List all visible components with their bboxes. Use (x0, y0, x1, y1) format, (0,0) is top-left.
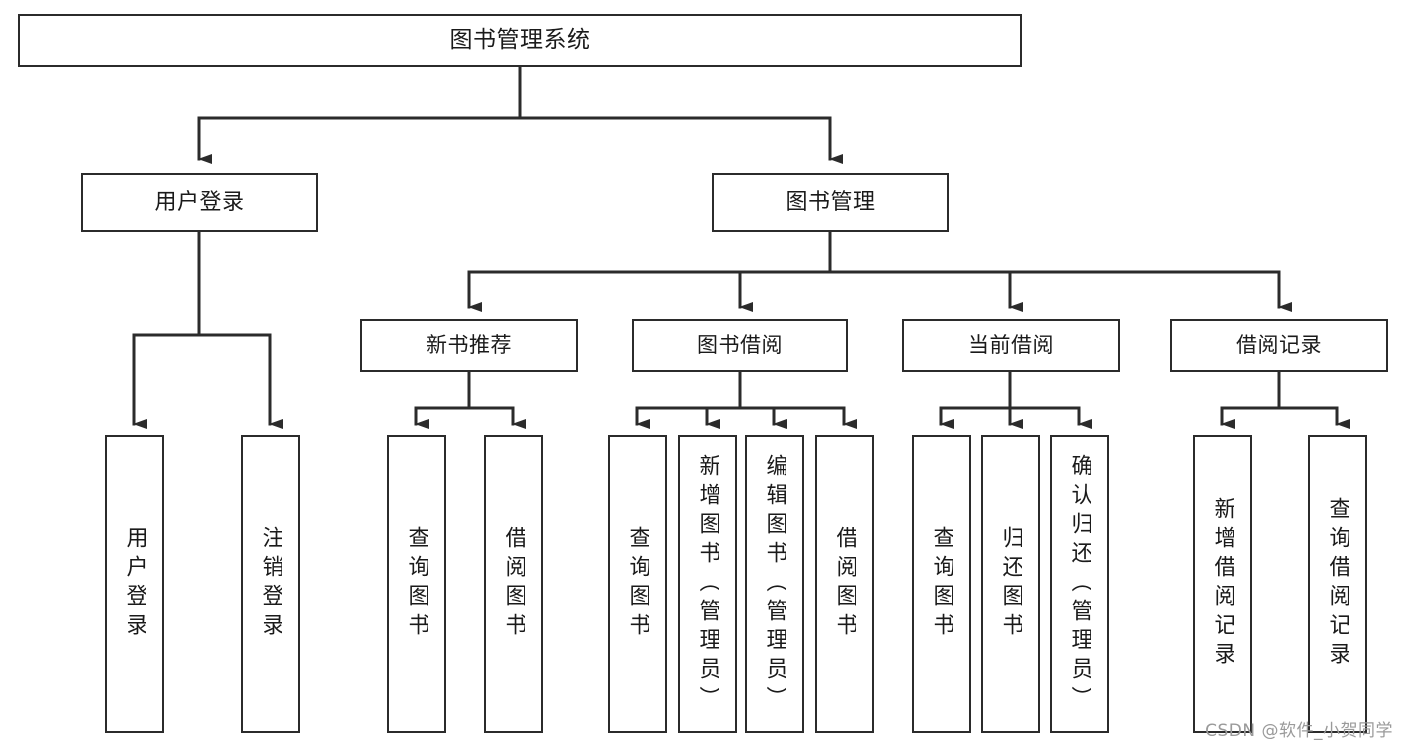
node-current-borrow[interactable]: 当前借阅 (902, 319, 1120, 372)
node-leaf-borrow-book-1[interactable]: 借阅图书 (484, 435, 543, 733)
node-leaf-user-login-label: 用户登录 (123, 526, 146, 642)
node-root-label: 图书管理系统 (449, 26, 591, 53)
node-leaf-confirm-return-admin[interactable]: 确认归还（管理员） (1050, 435, 1109, 733)
node-user-login[interactable]: 用户登录 (81, 173, 318, 232)
node-leaf-confirm-return-admin-label: 确认归还（管理员） (1068, 453, 1091, 715)
node-borrow-record[interactable]: 借阅记录 (1170, 319, 1388, 372)
node-new-book-recommend-label: 新书推荐 (426, 333, 512, 358)
node-leaf-borrow-book-2[interactable]: 借阅图书 (815, 435, 874, 733)
node-leaf-edit-book-admin-label: 编辑图书（管理员） (763, 453, 786, 715)
node-leaf-query-book-3[interactable]: 查询图书 (912, 435, 971, 733)
node-leaf-query-book-2-label: 查询图书 (626, 526, 649, 642)
node-leaf-query-book-1-label: 查询图书 (405, 526, 428, 642)
node-borrow-record-label: 借阅记录 (1236, 333, 1322, 358)
node-book-manage[interactable]: 图书管理 (712, 173, 949, 232)
node-leaf-query-book-1[interactable]: 查询图书 (387, 435, 446, 733)
node-leaf-query-borrow-record[interactable]: 查询借阅记录 (1308, 435, 1367, 733)
node-leaf-query-borrow-record-label: 查询借阅记录 (1326, 497, 1349, 671)
node-leaf-edit-book-admin[interactable]: 编辑图书（管理员） (745, 435, 804, 733)
node-leaf-borrow-book-1-label: 借阅图书 (502, 526, 525, 642)
node-leaf-add-borrow-record-label: 新增借阅记录 (1211, 497, 1234, 671)
node-leaf-user-login[interactable]: 用户登录 (105, 435, 164, 733)
node-leaf-return-book-label: 归还图书 (999, 526, 1022, 642)
node-leaf-add-book-admin[interactable]: 新增图书（管理员） (678, 435, 737, 733)
node-book-manage-label: 图书管理 (785, 189, 876, 215)
node-leaf-return-book[interactable]: 归还图书 (981, 435, 1040, 733)
node-leaf-query-book-3-label: 查询图书 (930, 526, 953, 642)
node-leaf-add-borrow-record[interactable]: 新增借阅记录 (1193, 435, 1252, 733)
node-leaf-add-book-admin-label: 新增图书（管理员） (696, 453, 719, 715)
node-leaf-logout-login-label: 注销登录 (259, 526, 282, 642)
node-leaf-query-book-2[interactable]: 查询图书 (608, 435, 667, 733)
node-book-borrow[interactable]: 图书借阅 (632, 319, 848, 372)
node-book-borrow-label: 图书借阅 (697, 333, 783, 358)
node-new-book-recommend[interactable]: 新书推荐 (360, 319, 578, 372)
node-leaf-logout-login[interactable]: 注销登录 (241, 435, 300, 733)
node-current-borrow-label: 当前借阅 (968, 333, 1054, 358)
node-root[interactable]: 图书管理系统 (18, 14, 1022, 67)
node-user-login-label: 用户登录 (154, 189, 245, 215)
node-leaf-borrow-book-2-label: 借阅图书 (833, 526, 856, 642)
